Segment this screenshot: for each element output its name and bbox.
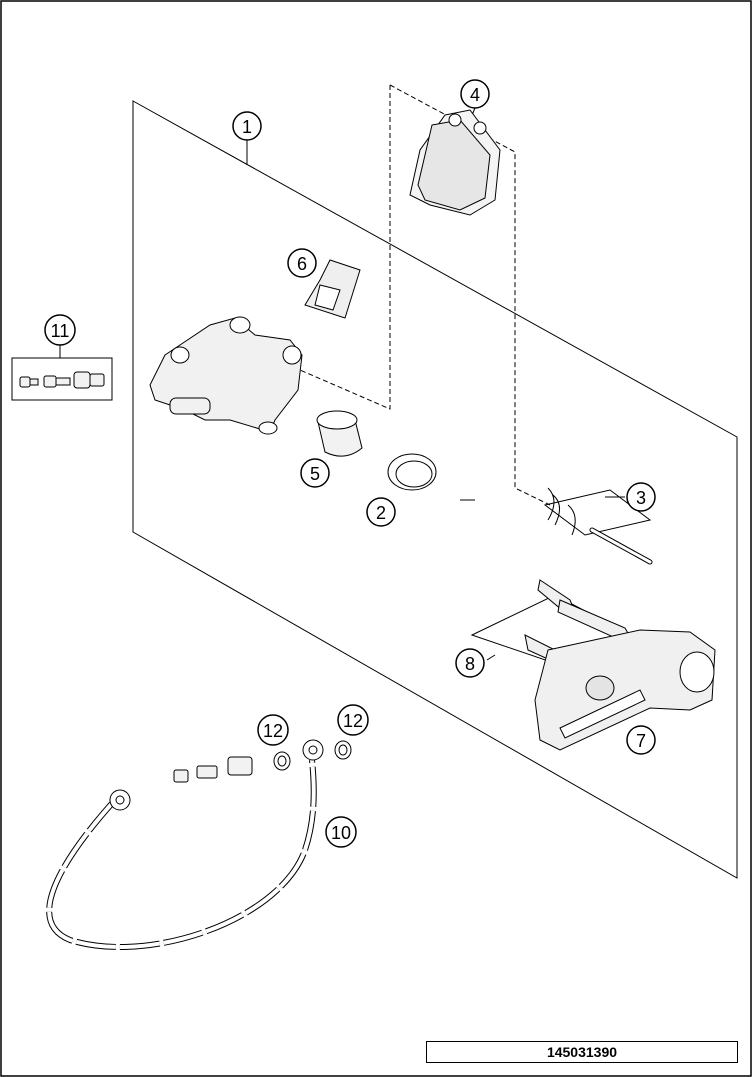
- svg-text:12: 12: [263, 721, 283, 741]
- callout-6: 6: [287, 248, 317, 278]
- caliper-body-drawing: [149, 316, 303, 435]
- pads-link-line: [299, 85, 391, 410]
- svg-text:8: 8: [465, 654, 475, 674]
- svg-text:6: 6: [297, 254, 307, 274]
- leader-lines: [59, 107, 625, 661]
- pin-and-clips-drawing: [543, 487, 653, 565]
- brake-line-drawing: [46, 739, 352, 950]
- callout-3: 3: [626, 482, 656, 512]
- callout-2: 2: [366, 497, 396, 527]
- brake-pads-drawing: [409, 109, 501, 216]
- callout-8: 8: [455, 648, 485, 678]
- svg-text:5: 5: [310, 464, 320, 484]
- pad-spring-drawing: [304, 259, 361, 319]
- support-bracket-drawing: [470, 579, 716, 751]
- callout-12-right: 12: [337, 704, 369, 736]
- callout-11: 11: [44, 314, 76, 346]
- seal-ring-drawing: [387, 453, 437, 491]
- bleeder-kit-box: [11, 357, 113, 401]
- callout-5: 5: [300, 458, 330, 488]
- svg-text:11: 11: [51, 321, 70, 341]
- bleeder-kit-parts: [19, 371, 105, 389]
- drawing-number-label: 145031390: [426, 1041, 738, 1063]
- piston-drawing: [316, 410, 363, 457]
- callout-10: 10: [325, 816, 357, 848]
- svg-text:1: 1: [242, 117, 252, 137]
- svg-text:12: 12: [343, 711, 363, 731]
- svg-text:7: 7: [636, 731, 646, 751]
- svg-text:2: 2: [376, 503, 386, 523]
- svg-text:4: 4: [470, 85, 480, 105]
- svg-text:10: 10: [331, 823, 351, 843]
- callout-12-left: 12: [257, 714, 289, 746]
- pads-link-line-top: [389, 84, 551, 506]
- callout-4: 4: [460, 79, 490, 109]
- callout-7: 7: [626, 725, 656, 755]
- svg-text:3: 3: [636, 488, 646, 508]
- assembly-outline: [132, 100, 738, 879]
- callout-1: 1: [232, 111, 262, 141]
